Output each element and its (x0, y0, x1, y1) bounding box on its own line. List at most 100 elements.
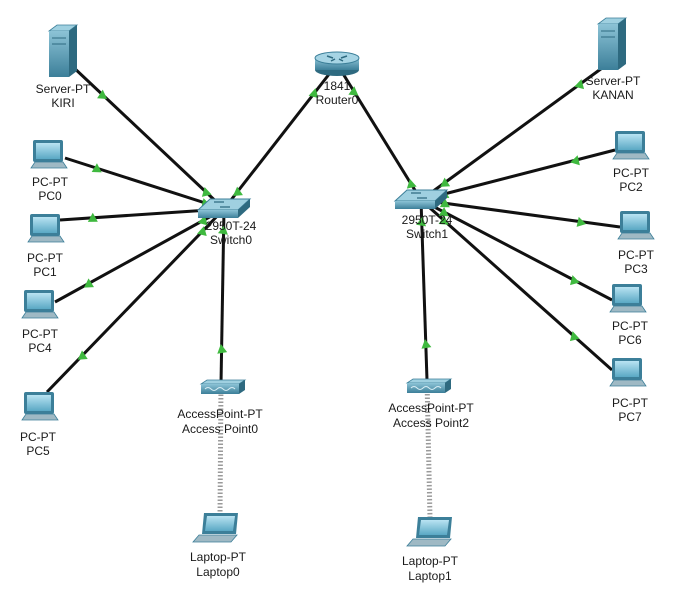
server-kiri-name: KIRI (51, 96, 74, 110)
pc-icon (609, 358, 647, 387)
link-up-light (574, 79, 585, 90)
pc7-device[interactable]: PC-PT PC7 (609, 358, 649, 424)
pc3-type: PC-PT (618, 248, 655, 262)
pc3-device[interactable]: PC-PT PC3 (617, 211, 655, 276)
link-ap0-switch0[interactable] (219, 208, 226, 385)
link-pc1-switch0[interactable] (59, 207, 225, 222)
switch0-name: Switch0 (210, 233, 252, 247)
link-up-light (308, 88, 319, 99)
link-server_kiri-switch0[interactable] (70, 64, 226, 211)
link-router0-switch0[interactable] (222, 63, 339, 210)
pc4-type: PC-PT (22, 327, 59, 341)
laptop1-name: Laptop1 (408, 569, 452, 583)
switch1-device[interactable]: 2950T-24 Switch1 (393, 189, 453, 241)
switch-icon (196, 198, 252, 218)
switch1-name: Switch1 (406, 227, 448, 241)
link-server_kanan-switch1[interactable] (420, 53, 621, 202)
laptop1-device[interactable]: Laptop-PT Laptop1 (402, 517, 459, 583)
pc4-device[interactable]: PC-PT PC4 (21, 290, 59, 355)
link-up-light (440, 177, 451, 187)
pc0-name: PC0 (38, 189, 62, 203)
pc7-type: PC-PT (612, 396, 649, 410)
pc6-device[interactable]: PC-PT PC6 (609, 284, 649, 347)
link-pc5-switch0[interactable] (45, 207, 226, 394)
access-point2-name: Access Point2 (393, 416, 469, 430)
link-pc7-switch1[interactable] (420, 198, 613, 372)
link-up-light (570, 275, 580, 286)
pc2-device[interactable]: PC-PT PC2 (612, 131, 650, 194)
server-icon (47, 24, 79, 77)
access-point0-type: AccessPoint-PT (177, 407, 263, 421)
laptop1-type: Laptop-PT (402, 554, 459, 568)
pc5-name: PC5 (26, 444, 50, 458)
link-up-light (87, 212, 98, 222)
link-pc6-switch1[interactable] (420, 198, 613, 302)
router0-name: Router0 (316, 93, 359, 107)
link-router0-switch1[interactable] (335, 63, 423, 201)
pc6-type: PC-PT (612, 319, 649, 333)
access-point2-device[interactable]: AccessPoint-PT Access Point2 (388, 378, 474, 430)
link-up-light (438, 215, 449, 225)
link-lights-layer (77, 79, 587, 360)
link-up-light (217, 344, 228, 354)
link-pc2-switch1[interactable] (420, 148, 616, 202)
pc1-device[interactable]: PC-PT PC1 (27, 214, 65, 279)
link-up-light (416, 216, 427, 227)
switch1-type: 2950T-24 (402, 213, 453, 227)
pc2-name: PC2 (619, 180, 643, 194)
link-up-light (439, 198, 450, 208)
pc-icon (612, 131, 650, 160)
pc-icon (21, 392, 59, 421)
link-up-light (232, 186, 243, 197)
pc1-type: PC-PT (27, 251, 64, 265)
laptop0-name: Laptop0 (196, 565, 240, 579)
link-up-light (218, 225, 228, 235)
switch0-device[interactable]: 2950T-24 Switch0 (196, 198, 257, 247)
server-kanan-device[interactable]: Server-PT KANAN (586, 17, 641, 102)
laptop-icon (192, 513, 238, 543)
access-point-icon (199, 379, 247, 394)
link-ap2-switch1[interactable] (419, 199, 429, 381)
pc-icon (21, 290, 59, 319)
pc5-device[interactable]: PC-PT PC5 (20, 392, 59, 458)
pc4-name: PC4 (28, 341, 52, 355)
link-up-light (91, 163, 102, 173)
link-ap0-laptop0[interactable] (217, 383, 224, 516)
pc1-name: PC1 (33, 265, 57, 279)
link-up-light (197, 226, 207, 237)
switch-icon (393, 189, 449, 209)
pc2-type: PC-PT (613, 166, 650, 180)
pc-icon (617, 211, 655, 240)
laptop0-type: Laptop-PT (190, 550, 247, 564)
laptop0-device[interactable]: Laptop-PT Laptop0 (190, 513, 247, 579)
access-point0-name: Access Point0 (182, 422, 258, 436)
pc-icon (27, 214, 65, 243)
link-pc3-switch1[interactable] (420, 198, 621, 229)
link-up-light (570, 155, 580, 166)
router-icon (314, 51, 360, 76)
server-kanan-name: KANAN (592, 88, 633, 102)
link-up-light (569, 331, 580, 342)
pc0-device[interactable]: PC-PT PC0 (30, 140, 69, 203)
server-kiri-device[interactable]: Server-PT KIRI (36, 24, 91, 110)
server-kanan-type: Server-PT (586, 74, 641, 88)
link-pc4-switch0[interactable] (54, 207, 225, 304)
access-point-icon (405, 378, 453, 393)
link-up-light (348, 86, 359, 96)
pc0-type: PC-PT (32, 175, 69, 189)
pc-icon (30, 140, 68, 169)
link-up-light (77, 350, 88, 360)
pc-icon (609, 284, 647, 313)
router0-device[interactable]: 1841 Router0 (314, 51, 360, 107)
laptop-icon (406, 517, 452, 547)
link-up-light (421, 339, 432, 349)
link-up-light (84, 278, 94, 288)
links-layer (45, 53, 621, 519)
link-pc0-switch0[interactable] (64, 156, 225, 211)
access-point0-device[interactable]: AccessPoint-PT Access Point0 (177, 379, 263, 436)
link-up-light (201, 186, 212, 197)
link-up-light (97, 89, 108, 99)
pc5-type: PC-PT (20, 430, 57, 444)
link-up-light (576, 216, 587, 227)
